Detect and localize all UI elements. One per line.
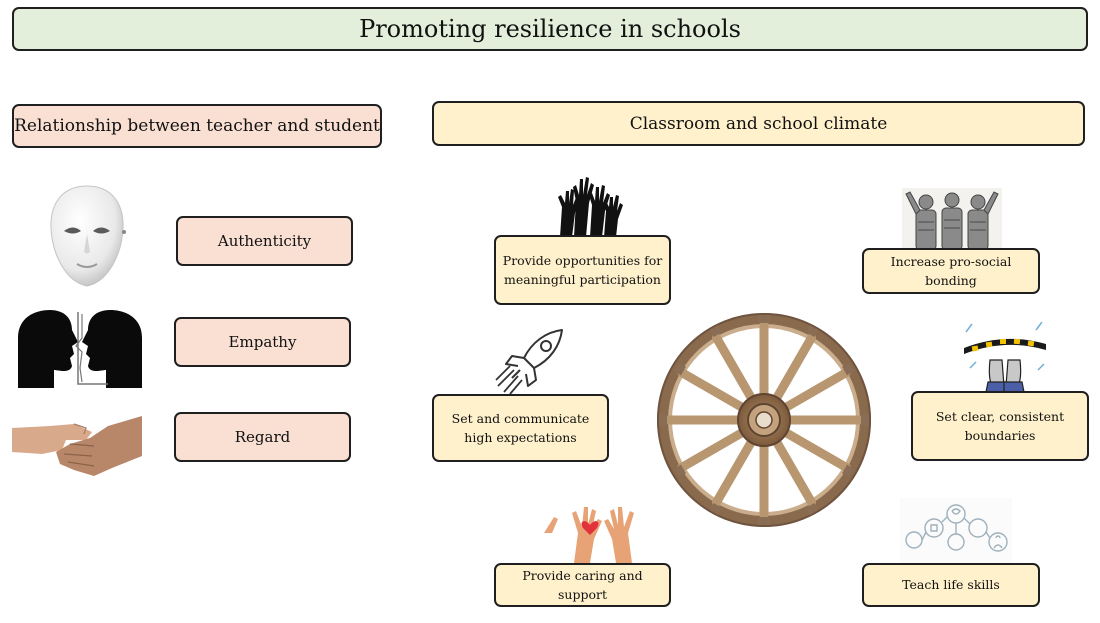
facing-profiles-icon [18, 310, 142, 388]
holding-hands-icon [12, 416, 142, 476]
life-skills-box: Teach life skills [862, 563, 1040, 607]
boundary-line-icon [964, 322, 1046, 393]
caring-support-box: Provide caring and support [494, 563, 671, 607]
regard-box: Regard [174, 412, 351, 462]
authenticity-box: Authenticity [176, 216, 353, 266]
boundaries-box: Set clear, consistent boundaries [911, 391, 1089, 461]
raised-hands-icon [558, 177, 623, 237]
climate-heading: Classroom and school climate [432, 101, 1085, 146]
rocket-icon [495, 329, 563, 395]
handprint-heart-icon [544, 507, 634, 563]
high-expectations-box: Set and communicate high expectations [432, 394, 609, 462]
group-hug-icon [902, 188, 1002, 250]
life-skills-icon [900, 498, 1012, 564]
page-title: Promoting resilience in schools [12, 7, 1088, 51]
wagon-wheel-icon [657, 313, 871, 527]
relationship-heading: Relationship between teacher and student [12, 104, 382, 148]
participation-box: Provide opportunities for meaningful par… [494, 235, 671, 305]
empathy-box: Empathy [174, 317, 351, 367]
mask-icon [50, 185, 126, 287]
pro-social-bonding-box: Increase pro-social bonding [862, 248, 1040, 294]
